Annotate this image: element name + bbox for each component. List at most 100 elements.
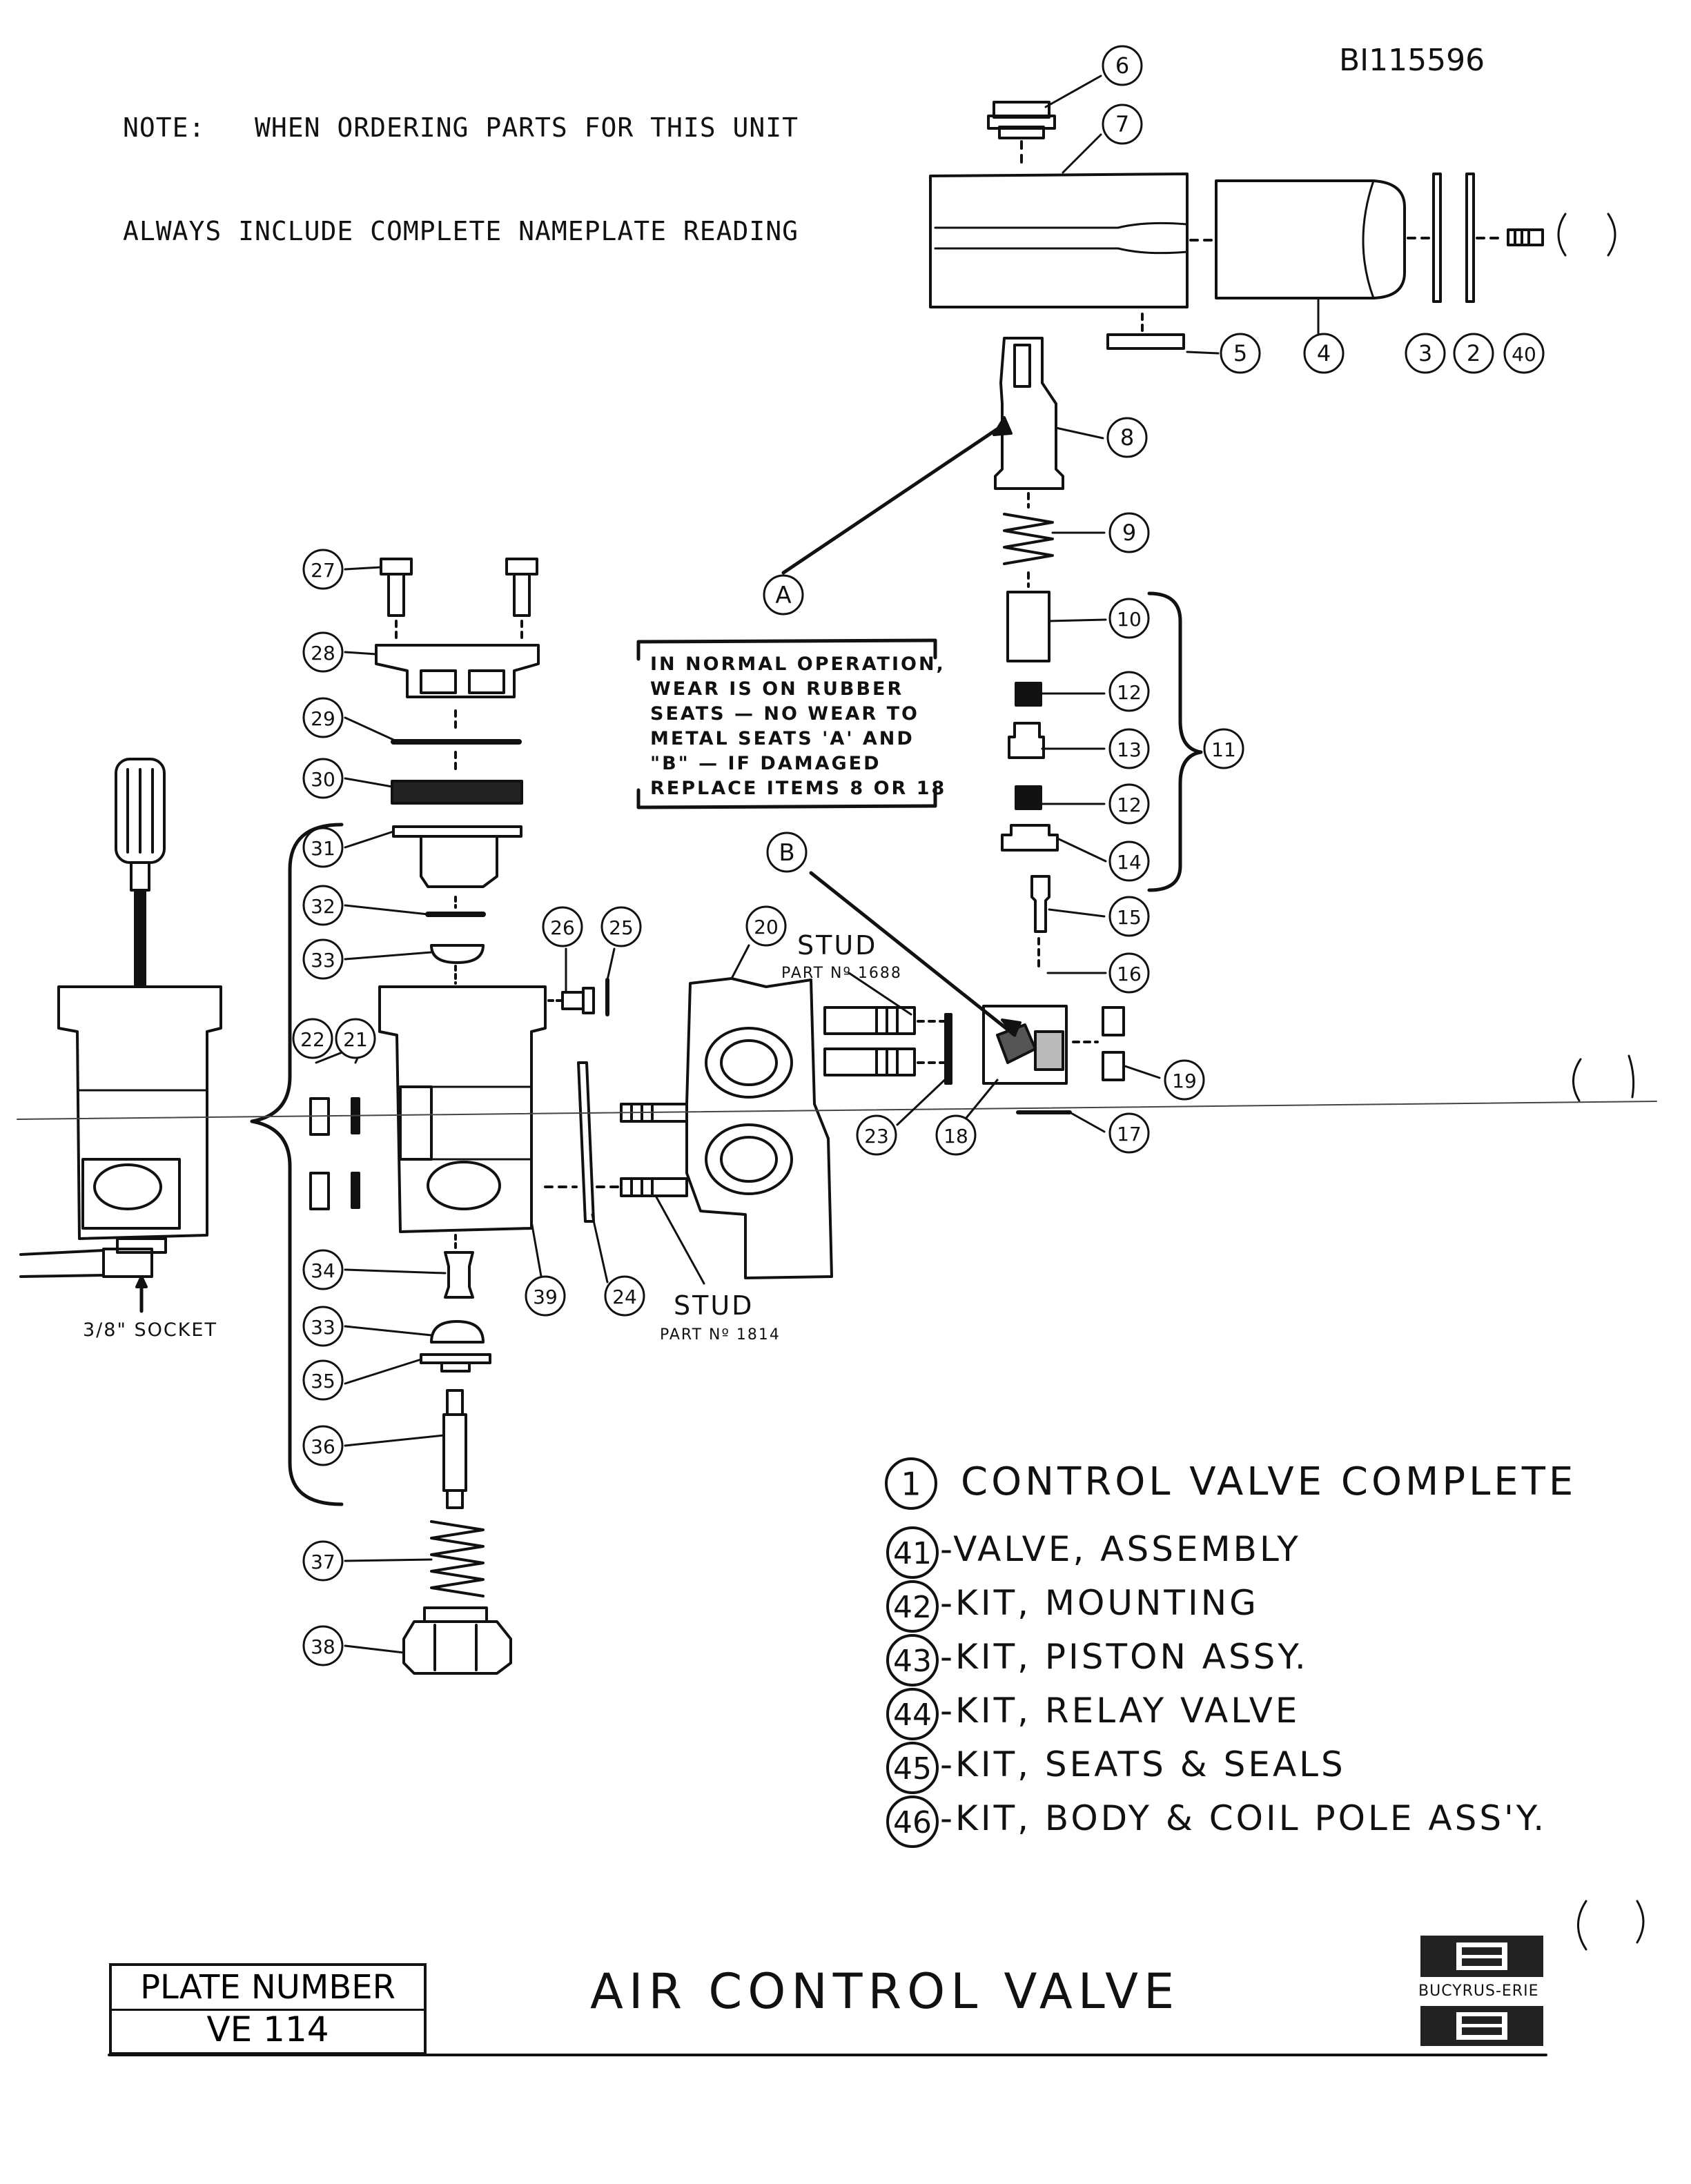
legend-item-number: 45 xyxy=(893,1751,932,1787)
legend-item-number: 43 xyxy=(893,1644,932,1679)
callout-circle xyxy=(1453,333,1494,374)
ordering-note-line-2: ALWAYS INCLUDE COMPLETE NAMEPLATE READIN… xyxy=(123,216,799,246)
gasket-24-part xyxy=(577,1061,595,1223)
callout-number: 11 xyxy=(1211,738,1236,761)
callout-number: 38 xyxy=(311,1635,335,1658)
callout-circle xyxy=(302,1540,344,1582)
callout-number: 23 xyxy=(864,1125,889,1148)
legend-item-text: -KIT, MOUNTING xyxy=(940,1583,1259,1623)
legend-item-text: -KIT, BODY & COIL POLE ASS'Y. xyxy=(940,1798,1547,1838)
stud-lower-part: PART Nº 1814 xyxy=(660,1326,781,1344)
callout-number: 39 xyxy=(533,1286,558,1308)
seal-33-lower-part xyxy=(430,1320,485,1344)
legend-item-circle xyxy=(886,1634,939,1686)
callout-number: 14 xyxy=(1117,851,1142,874)
warning-line: WEAR IS ON RUBBER xyxy=(650,678,904,700)
legend-item-number: 42 xyxy=(893,1590,932,1625)
callout-circle xyxy=(604,1275,645,1317)
legend-main-text: CONTROL VALVE COMPLETE xyxy=(961,1459,1577,1504)
coil-cap-part xyxy=(987,101,1056,139)
logo-text: BUCYRUS-ERIE xyxy=(1418,1983,1539,2000)
callout-circle xyxy=(745,905,787,947)
callout-circle xyxy=(1108,671,1150,712)
warning-box xyxy=(636,638,937,809)
seal-5-part xyxy=(1106,333,1185,350)
callout-circle xyxy=(1102,104,1143,145)
spring-9-part xyxy=(1003,513,1054,565)
callout-number: 28 xyxy=(311,642,335,665)
callout-number: 10 xyxy=(1117,608,1142,631)
stud-upper-part: PART Nº 1688 xyxy=(781,965,902,982)
callout-circle xyxy=(302,1249,344,1290)
callout-number: 22 xyxy=(300,1028,325,1051)
callout-circle xyxy=(302,1625,344,1666)
diaphragm-30-part xyxy=(391,780,523,805)
legend-item-text: -VALVE, ASSEMBLY xyxy=(940,1529,1301,1569)
legend-item-circle xyxy=(886,1580,939,1633)
callout-circle xyxy=(1220,333,1261,374)
legend-item-circle xyxy=(886,1742,939,1794)
callout-circle xyxy=(1164,1059,1205,1101)
seal-12-lower-part xyxy=(1015,785,1042,810)
callout-number: 33 xyxy=(311,1316,335,1339)
piston-31-part xyxy=(392,825,522,888)
gasket-23-part xyxy=(944,1013,952,1085)
callout-circle xyxy=(302,827,344,868)
document-number: BI115596 xyxy=(1339,43,1485,78)
callout-circle xyxy=(302,1306,344,1347)
legend-item-text: -KIT, PISTON ASSY. xyxy=(940,1637,1309,1677)
plate-number-value: VE 114 xyxy=(206,2009,329,2049)
plate-number-box: PLATE NUMBER VE 114 xyxy=(109,1963,427,2055)
ordering-note-line-1: NOTE: WHEN ORDERING PARTS FOR THIS UNIT xyxy=(123,112,799,143)
legend-item-number: 41 xyxy=(893,1536,932,1571)
ordering-note: NOTE: WHEN ORDERING PARTS FOR THIS UNIT … xyxy=(123,41,799,283)
callout-circle xyxy=(302,549,344,590)
callout-number: 8 xyxy=(1120,424,1134,451)
coil-part xyxy=(1215,179,1406,299)
legend-item-number: 46 xyxy=(893,1805,932,1840)
callout-number: 16 xyxy=(1117,963,1142,985)
callout-circle xyxy=(1303,333,1345,374)
callout-number: 5 xyxy=(1233,340,1247,366)
callout-circle xyxy=(1106,417,1148,458)
callout-circle xyxy=(1108,952,1150,994)
callout-number: 29 xyxy=(311,707,335,730)
callout-number: 19 xyxy=(1172,1070,1197,1092)
callout-circle xyxy=(1405,333,1446,374)
callout-number: 26 xyxy=(550,916,575,939)
relay-body-18-part xyxy=(982,1005,1068,1085)
callout-number: 17 xyxy=(1117,1123,1142,1145)
callout-circle xyxy=(302,1425,344,1466)
callout-circle xyxy=(1108,783,1150,825)
callout-circle xyxy=(525,1275,566,1317)
cover-28-part xyxy=(375,644,540,698)
retainer-35-part xyxy=(420,1353,491,1373)
bracket-10 xyxy=(1147,591,1203,892)
stem-15-part xyxy=(1030,875,1050,933)
stem-36-part xyxy=(442,1389,467,1509)
callout-circle xyxy=(1108,896,1150,937)
seal-33-part xyxy=(430,944,485,964)
seat-a-marker xyxy=(763,574,804,616)
callout-number: 2 xyxy=(1467,340,1480,366)
warning-line: METAL SEATS 'A' AND xyxy=(650,728,915,749)
stud-1688-part xyxy=(823,1006,916,1076)
callout-number: 37 xyxy=(311,1551,335,1573)
callout-number: 13 xyxy=(1117,738,1142,761)
callout-circle xyxy=(1108,1112,1150,1154)
assembled-valve-view xyxy=(57,985,222,1254)
warning-line: "B" — IF DAMAGED xyxy=(650,753,881,774)
callout-circle xyxy=(302,697,344,738)
callout-number: 40 xyxy=(1512,343,1536,366)
callout-number: 24 xyxy=(612,1286,637,1308)
callout-circle xyxy=(542,906,583,947)
callout-circle xyxy=(302,631,344,673)
part-callouts: 2345678910111212131415161718192021222324… xyxy=(292,45,1545,1666)
callout-circle xyxy=(1108,840,1150,882)
callout-circle xyxy=(302,938,344,980)
warning-line: IN NORMAL OPERATION, xyxy=(650,653,946,675)
callout-circle xyxy=(302,1359,344,1401)
callout-circle xyxy=(335,1018,376,1059)
